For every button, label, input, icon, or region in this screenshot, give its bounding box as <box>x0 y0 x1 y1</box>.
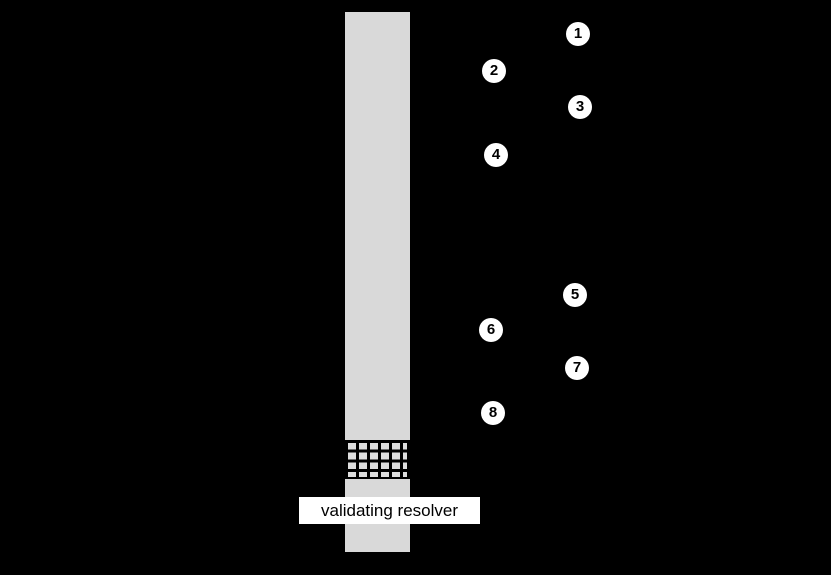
step-circle-7: 7 <box>565 356 589 380</box>
firewall-grid-icon <box>345 440 410 479</box>
step-circle-6: 6 <box>479 318 503 342</box>
step-circle-5: 5 <box>563 283 587 307</box>
resolver-label: validating resolver <box>299 497 480 524</box>
step-circle-4: 4 <box>484 143 508 167</box>
step-circle-1: 1 <box>566 22 590 46</box>
step-circle-8: 8 <box>481 401 505 425</box>
step-circle-3: 3 <box>568 95 592 119</box>
step-circle-2: 2 <box>482 59 506 83</box>
